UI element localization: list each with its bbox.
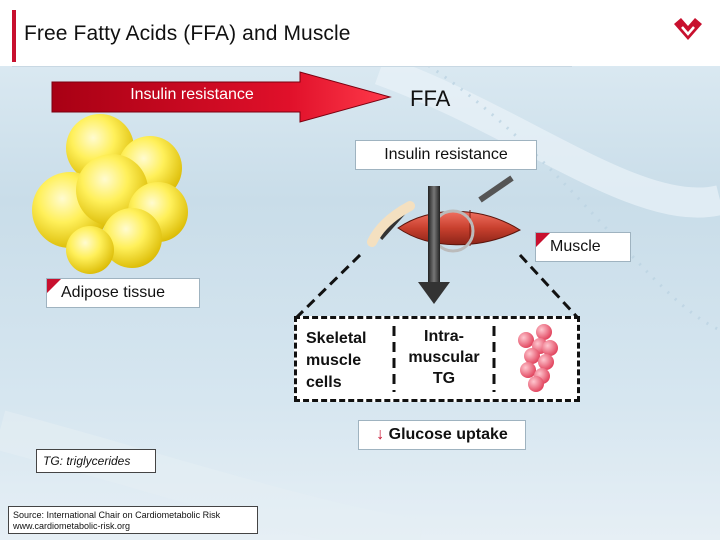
header-divider — [12, 66, 572, 67]
source-line-1: Source: International Chair on Cardiomet… — [13, 510, 221, 520]
heart-logo-icon — [674, 18, 702, 40]
title-accent-bar — [12, 10, 16, 62]
muscle-insulin-resistance-label: Insulin resistance — [355, 140, 537, 170]
skeletal-line-3: cells — [306, 374, 342, 391]
header — [0, 0, 720, 66]
glucose-uptake-text: Glucose uptake — [388, 426, 508, 443]
skeletal-line-1: Skeletal — [306, 330, 367, 347]
adipose-label: Adipose tissue — [46, 278, 200, 308]
down-arrow-shaft — [428, 186, 440, 286]
adipose-corner-marker — [47, 279, 61, 293]
page-title: Free Fatty Acids (FFA) and Muscle — [24, 22, 351, 45]
tg-footnote: TG: triglycerides — [36, 449, 156, 473]
muscle-text: Muscle — [550, 238, 601, 255]
muscle-corner-marker — [536, 233, 550, 247]
skeletal-line-2: muscle — [306, 352, 362, 369]
source-note: Source: International Chair on Cardiomet… — [8, 506, 258, 534]
insulin-resistance-arrow — [51, 71, 392, 123]
down-arrow-icon: ↓ — [376, 426, 385, 443]
muscle-label: Muscle — [535, 232, 631, 262]
zoom-line-right — [518, 253, 580, 320]
intra-line-2: muscular — [408, 349, 480, 366]
intra-tg-label: Intra- muscular TG — [396, 326, 492, 389]
glucose-uptake-label: ↓ Glucose uptake — [358, 420, 526, 450]
down-arrow-head — [418, 282, 450, 304]
arrow-label: Insulin resistance — [130, 86, 254, 103]
intra-line-1: Intra- — [424, 328, 464, 345]
adipose-text: Adipose tissue — [61, 284, 166, 301]
skeletal-label: Skeletal muscle cells — [306, 328, 366, 394]
ffa-label: FFA — [410, 86, 451, 111]
adipose-cells — [32, 114, 188, 274]
intra-line-3: TG — [432, 370, 456, 387]
muscle-insulin-resistance-text: Insulin resistance — [384, 146, 508, 163]
source-line-2: www.cardiometabolic-risk.org — [13, 521, 131, 531]
